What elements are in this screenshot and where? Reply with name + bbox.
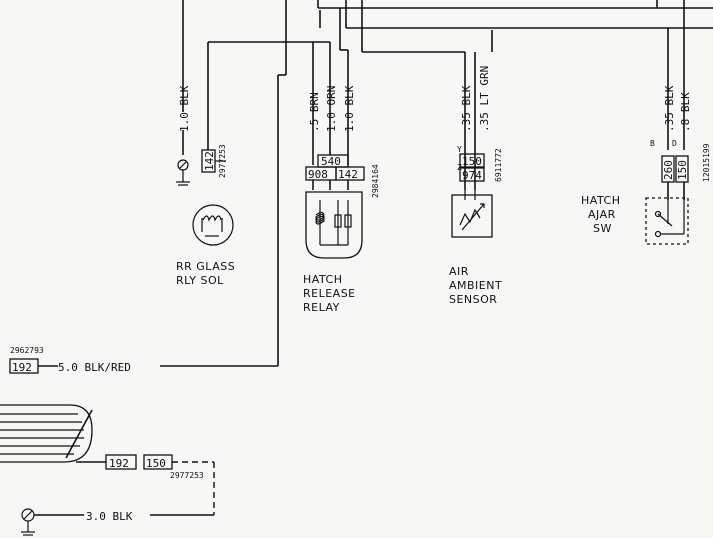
switch-icon bbox=[645, 182, 689, 245]
hatch-release-title-line1: HATCH bbox=[303, 273, 342, 286]
ground-wire-part-number: 2962793 bbox=[10, 346, 44, 355]
air-sensor-title-line1: AIR bbox=[449, 265, 469, 278]
hatch-ajar-switch: .35 BLK .8 BLK B D 260 150 12015199 HATC… bbox=[581, 28, 711, 245]
ground-splice-icon bbox=[21, 508, 35, 536]
air-sensor-pin-a: Y bbox=[457, 145, 462, 154]
hatch-ajar-pin-b: D bbox=[672, 139, 677, 148]
air-sensor-circuit2: 974 bbox=[462, 169, 482, 182]
bottom-connector1: 192 bbox=[109, 457, 129, 470]
rr-glass-connector-number: 142 bbox=[203, 151, 216, 171]
hatch-ajar-wire1: .35 BLK bbox=[663, 85, 676, 132]
splice-ground-icon bbox=[176, 159, 190, 186]
ground-wire-connector: 192 bbox=[12, 361, 32, 374]
hatch-release-circuit-right-box bbox=[335, 166, 365, 181]
hatch-ajar-title-line2: AJAR bbox=[588, 208, 616, 221]
ground-wire-label: 5.0 BLK/RED bbox=[58, 361, 131, 374]
rr-glass-title-line2: RLY SOL bbox=[176, 274, 224, 287]
air-sensor-circuit1: 150 bbox=[462, 155, 482, 168]
hatch-release-part-number: 2984164 bbox=[371, 164, 380, 198]
hatch-release-circuit-right: 142 bbox=[338, 168, 358, 181]
hatch-release-wire3: 1.0 BLK bbox=[343, 85, 356, 132]
solenoid-icon bbox=[192, 204, 234, 246]
hatch-release-relay: .5 BRN 1.0 ORN 1.0 BLK 540 908 142 29841… bbox=[303, 8, 380, 314]
hatch-release-title-line3: RELAY bbox=[303, 301, 340, 314]
bottom-ground-block: 3.0 BLK bbox=[21, 508, 133, 536]
hatch-ajar-part-number: 12015199 bbox=[702, 143, 711, 182]
hatch-ajar-pin-a: B bbox=[650, 139, 655, 148]
air-sensor-wire2: .35 LT GRN bbox=[478, 66, 491, 132]
bottom-wire-label: 3.0 BLK bbox=[86, 510, 133, 523]
air-sensor-circuit1-box bbox=[459, 153, 485, 168]
bottom-connector2: 150 bbox=[146, 457, 166, 470]
rear-defogger-grid-icon bbox=[0, 404, 93, 463]
rr-glass-title-line1: RR GLASS bbox=[176, 260, 235, 273]
hatch-ajar-circuit2-box bbox=[675, 155, 689, 183]
hatch-release-wire1: .5 BRN bbox=[308, 92, 321, 132]
hatch-release-circuit-left: 908 bbox=[308, 168, 328, 181]
air-sensor-title-line2: AMBIENT bbox=[449, 279, 502, 292]
bottom-part-number: 2977253 bbox=[170, 471, 204, 480]
top-bus-lines bbox=[182, 0, 713, 150]
air-sensor-wire1: .35 BLK bbox=[460, 85, 473, 132]
hatch-ajar-title-line1: HATCH bbox=[581, 194, 620, 207]
rr-glass-relay-solenoid: 1.0 BLK 142 2977253 RR GLASS RLY SOL bbox=[176, 85, 235, 287]
air-sensor-part-number: 6911772 bbox=[494, 148, 503, 182]
air-sensor-title-line3: SENSOR bbox=[449, 293, 497, 306]
bottom-connector-block: 192 150 2977253 bbox=[76, 454, 215, 516]
bottom-connector1-box bbox=[105, 454, 137, 470]
hatch-release-circuit-top: 540 bbox=[321, 155, 341, 168]
hatch-ajar-title-line3: SW bbox=[593, 222, 612, 235]
rr-glass-wire-label: 1.0 BLK bbox=[178, 85, 191, 132]
hatch-ajar-circuit2: 150 bbox=[676, 160, 689, 180]
hatch-ajar-wire2: .8 BLK bbox=[679, 92, 692, 132]
hatch-ajar-circuit1: 260 bbox=[662, 160, 675, 180]
thermistor-icon bbox=[451, 190, 493, 238]
hatch-release-title-line2: RELEASE bbox=[303, 287, 356, 300]
air-ambient-sensor: .35 BLK .35 LT GRN Y Z 150 974 6911772 A… bbox=[449, 52, 503, 306]
air-sensor-circuit2-box bbox=[459, 167, 485, 182]
relay-icon bbox=[305, 180, 363, 259]
hatch-release-wire2: 1.0 ORN bbox=[325, 86, 338, 132]
ground-wire-block: 2962793 192 5.0 BLK/RED bbox=[9, 346, 278, 374]
